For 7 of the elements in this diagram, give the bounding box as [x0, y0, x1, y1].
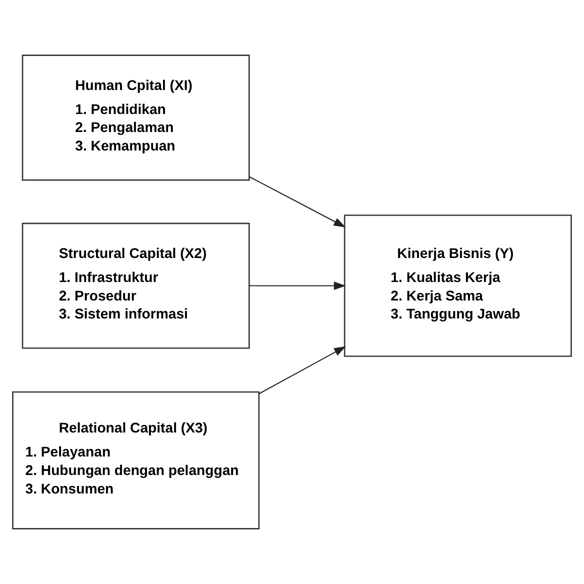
node-box: Relational Capital (X3) 1. Pelayanan 2. Hubungan dengan pelanggan 3. Konsumen: [12, 391, 260, 530]
arrow: [249, 176, 346, 228]
node-box: Human Cpital (XI) 1. Pendidikan 2. Pengalaman 3. Kemampuan: [22, 54, 250, 181]
node-box: Kinerja Bisnis (Y) 1. Kualitas Kerja 2. Kerja Sama 3. Tanggung Jawab: [344, 214, 572, 357]
node-box: Structural Capital (X2) 1. Infrastruktur 2. Prosedur 3. Sistem informasi: [22, 222, 250, 349]
arrow: [258, 346, 346, 394]
arrow: [249, 282, 346, 290]
